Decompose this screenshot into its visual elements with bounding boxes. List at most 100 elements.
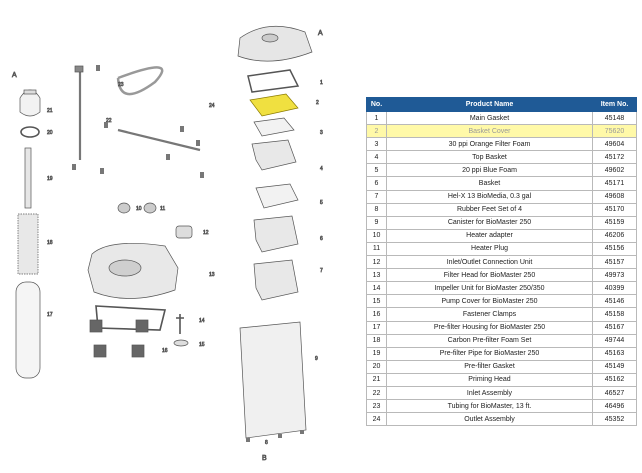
cell-no: 1 [366,110,387,126]
callout-15: 15 [199,342,205,348]
basket-cover-highlight [249,93,299,117]
cell-product-name: Top Basket [386,150,593,165]
callout-3: 3 [320,130,323,136]
inlet-outlet-connection-unit [175,225,193,239]
table-header-row: No. Product Name Item No. [366,97,637,112]
cell-no: 9 [366,215,387,230]
section-label-b: B [262,455,267,462]
impeller-unit [176,314,184,334]
pre-filter-pipe [24,147,32,209]
cell-no: 12 [366,255,387,270]
cell-item-no: 45170 [592,202,637,217]
cell-no: 24 [366,412,387,427]
main-gasket-outline [95,305,167,331]
filter-head-ring [108,259,142,277]
cell-item-no: 45146 [592,294,637,309]
cell-item-no: 45148 [592,110,637,126]
cell-item-no: 45159 [592,215,637,230]
cell-item-no: 45172 [592,150,637,165]
cell-no: 8 [366,202,387,217]
callout-1: 1 [320,80,323,86]
inlet-pipe [117,128,201,152]
pre-filter-housing [15,281,41,379]
filter-head-top [237,25,313,62]
header-no: No. [366,97,387,112]
cell-item-no: 49973 [592,268,637,283]
cell-no: 2 [366,124,387,139]
cell-product-name: Inlet/Outlet Connection Unit [386,255,593,270]
cell-no: 10 [366,228,387,243]
callout-9: 9 [315,356,318,362]
cell-no: 14 [366,281,387,296]
basket [253,215,299,253]
cell-product-name: 30 ppi Orange Filter Foam [386,137,593,152]
cell-item-no: 45157 [592,255,637,270]
callout-11: 11 [160,206,165,212]
callout-8: 8 [265,440,268,446]
callout-5: 5 [320,200,323,206]
cell-product-name: Fastener Clamps [386,307,593,322]
cell-item-no: 45162 [592,372,637,387]
cell-product-name: Pre-filter Gasket [386,359,593,374]
section-label-a-left: A [12,72,17,79]
cell-no: 13 [366,268,387,283]
cell-no: 18 [366,333,387,348]
cell-product-name: Outlet Assembly [386,412,593,427]
callout-20: 20 [47,130,53,136]
callout-7: 7 [320,268,323,274]
cell-product-name: Impeller Unit for BioMaster 250/350 [386,281,593,296]
cell-product-name: 20 ppi Blue Foam [386,163,593,178]
callout-23: 23 [118,82,124,88]
cell-item-no: 75620 [592,124,637,139]
cell-item-no: 46496 [592,399,637,414]
callout-24: 24 [209,103,215,109]
cell-item-no: 49608 [592,189,637,204]
exploded-parts-diagram: A 21 20 19 18 17 22 23 24 [12,25,323,462]
callout-13: 13 [209,272,215,278]
callout-18: 18 [47,240,53,246]
callout-10: 10 [136,206,142,212]
cell-no: 4 [366,150,387,165]
filter-head-top-knob [261,33,279,43]
cell-product-name: Heater Plug [386,241,593,257]
outlet-fitting [74,65,84,73]
cell-item-no: 46206 [592,228,637,243]
cell-product-name: Carbon Pre-filter Foam Set [386,333,593,348]
callout-4: 4 [320,166,323,172]
cell-no: 6 [366,176,387,191]
callout-2: 2 [316,100,319,106]
header-item-no: Item No. [592,97,637,112]
cell-product-name: Pre-filter Housing for BioMaster 250 [386,320,593,335]
callout-16: 16 [162,348,168,354]
priming-head-cap [23,89,37,95]
cell-item-no: 45352 [592,412,637,427]
callout-22: 22 [106,118,112,124]
main-gasket [247,69,300,93]
cell-product-name: Basket Cover [386,124,593,139]
blue-foam [255,183,299,209]
cell-item-no: 45158 [592,307,637,322]
callout-19: 19 [47,176,53,182]
biomedia-basket [253,259,299,301]
cell-item-no: 46527 [592,385,637,401]
heater-plug [143,202,157,214]
